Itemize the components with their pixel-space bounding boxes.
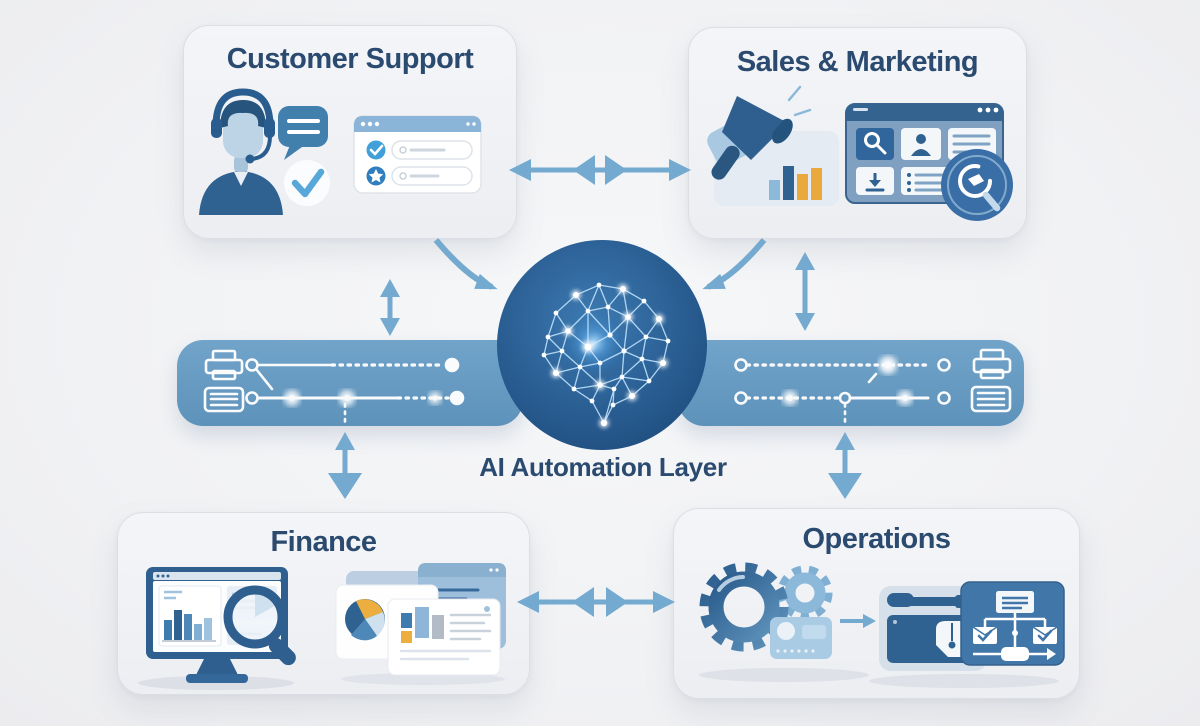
card-title-operations: Operations (802, 523, 951, 555)
vertical-connector-top-left (380, 279, 400, 336)
check-badge-icon (284, 160, 330, 206)
automation-band-right (678, 340, 1024, 426)
ai-automation-layer-label: AI Automation Layer (479, 452, 727, 482)
bar-chart-icon (769, 166, 822, 200)
toolbox-panel-icon (879, 586, 987, 671)
card-title-sales-marketing: Sales & Marketing (736, 46, 979, 78)
neural-network-lines (543, 284, 669, 425)
bottom-horizontal-connector (517, 587, 675, 617)
gear-small-icon (777, 565, 833, 621)
finance-illustration (138, 563, 506, 690)
gear-large-icon (699, 562, 789, 652)
automation-band-left (177, 340, 523, 426)
support-agent-icon (199, 88, 283, 215)
customer-support-illustration (199, 88, 482, 215)
mini-report-card-icon (387, 598, 501, 676)
curved-arrow-left-to-brain (433, 238, 498, 290)
id-card-icon (770, 617, 832, 659)
card-customer-support: Customer Support (183, 25, 517, 239)
magnifier-icon (223, 585, 296, 666)
card-sales-marketing: Sales & Marketing (688, 27, 1027, 239)
vertical-connector-bottom-left (328, 432, 362, 499)
flow-arrow-icon (840, 614, 876, 628)
operations-illustration (699, 562, 1065, 688)
vertical-connector-bottom-right (828, 432, 862, 499)
workflow-panel-icon (960, 581, 1065, 666)
ticket-list-window-icon (353, 115, 482, 194)
gauge-magnifier-badge-icon (941, 149, 1013, 221)
card-title-customer-support: Customer Support (226, 43, 474, 75)
card-finance: Finance (117, 512, 530, 695)
ai-brain-icon (497, 240, 707, 450)
card-title-finance: Finance (270, 526, 377, 558)
curved-arrow-right-to-brain (702, 238, 767, 290)
chat-bubble-icon (278, 106, 328, 160)
vertical-connector-top-right (795, 252, 815, 331)
top-horizontal-connector (509, 155, 691, 185)
megaphone-icon (707, 85, 812, 180)
card-operations: Operations (673, 508, 1080, 699)
sales-marketing-illustration (707, 85, 1013, 221)
neural-network-nodes (541, 282, 671, 428)
